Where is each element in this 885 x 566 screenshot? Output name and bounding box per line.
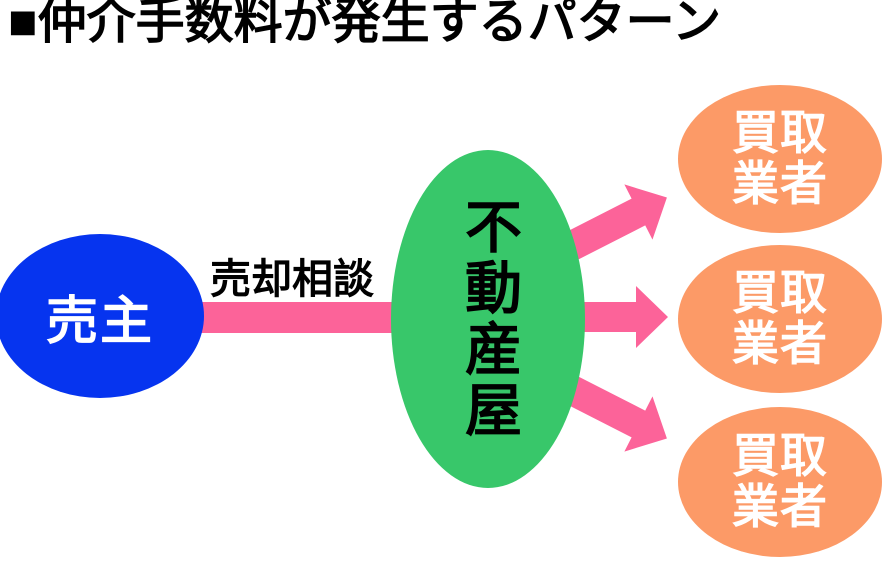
- buyer-node-1: 買取 業者: [678, 85, 882, 233]
- arrow-right-icon: [553, 370, 667, 452]
- diagram-title: ■仲介手数料が発生するパターン: [8, 0, 722, 49]
- arrow-right-icon: [556, 286, 668, 348]
- buyer-label: 買取 業者: [732, 429, 828, 533]
- buyer-label: 買取 業者: [732, 266, 828, 370]
- seller-label: 売主: [45, 292, 154, 351]
- buyer-node-3: 買取 業者: [678, 407, 882, 557]
- arrow-to-buyer-3: [546, 356, 681, 466]
- agent-node: 不動産屋: [391, 150, 585, 488]
- arrow-to-buyer-2: [556, 286, 668, 348]
- buyer-label: 買取 業者: [732, 106, 828, 210]
- seller-node: 売主: [0, 234, 204, 398]
- consultation-label: 売却相談: [210, 256, 374, 302]
- buyer-node-2: 買取 業者: [678, 245, 882, 393]
- arrow-right-icon: [553, 184, 667, 266]
- consultation-connector-bar: [168, 302, 400, 333]
- agent-label: 不動産屋: [456, 197, 521, 441]
- arrow-to-buyer-1: [546, 170, 681, 280]
